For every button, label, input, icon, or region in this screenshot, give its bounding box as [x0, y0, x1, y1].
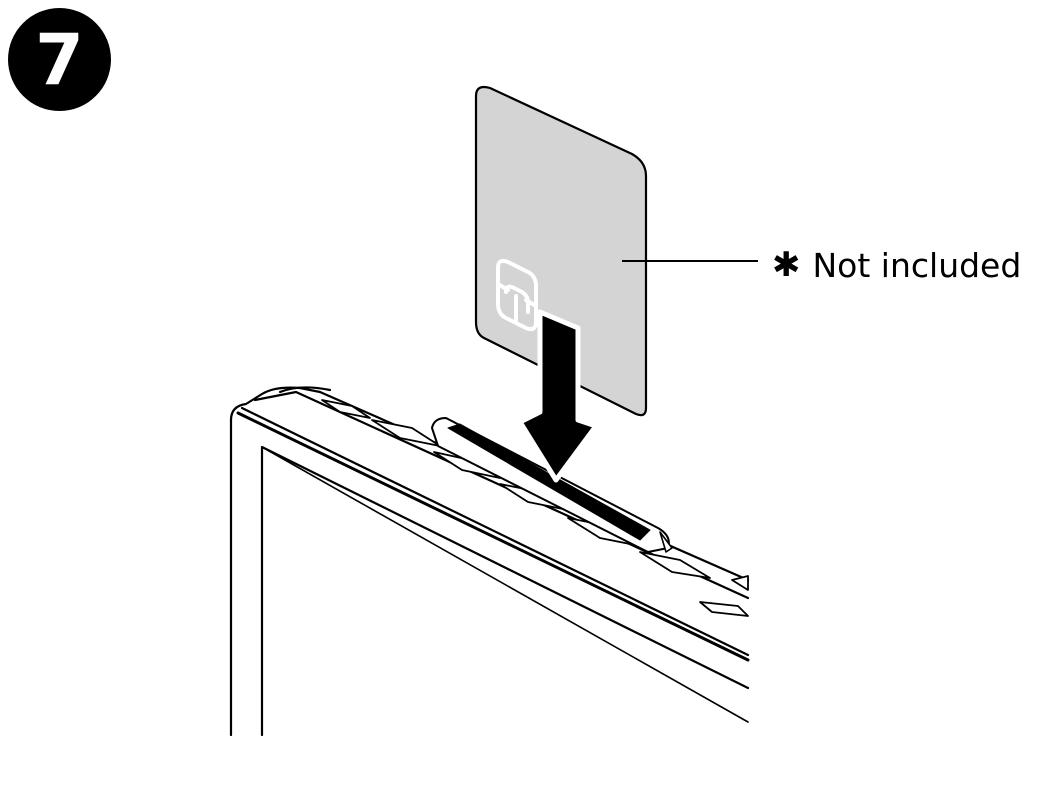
- step-number-badge: 7: [8, 8, 111, 111]
- card-slot: [431, 417, 673, 553]
- insert-arrow-icon: [517, 309, 599, 483]
- sim-chip-icon: [496, 258, 538, 332]
- callout-text: Not included: [812, 245, 1022, 285]
- step-number: 7: [35, 18, 84, 101]
- asterisk-symbol: ✱: [772, 245, 801, 285]
- not-included-callout: ✱ Not included: [772, 244, 1021, 286]
- sim-card: [474, 85, 648, 417]
